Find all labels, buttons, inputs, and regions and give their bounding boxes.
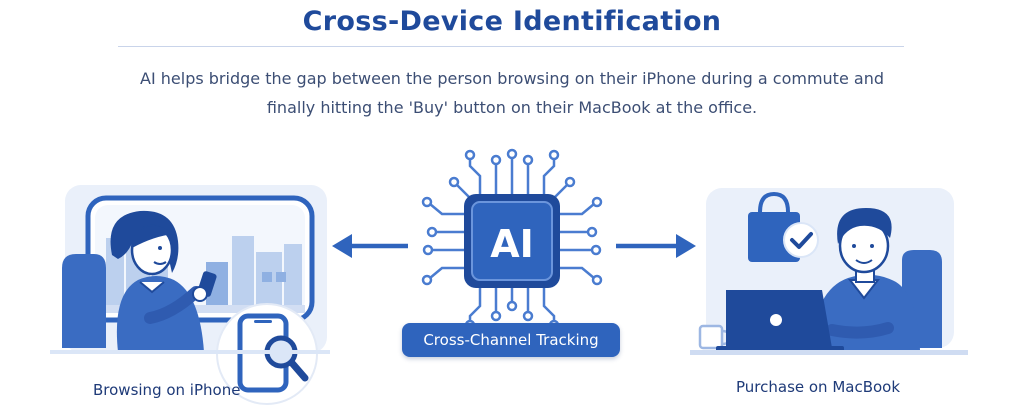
ai-chip-icon [429, 158, 595, 322]
right-scene-office [690, 188, 968, 355]
subtitle-line-1: AI helps bridge the gap between the pers… [140, 69, 884, 88]
train-seat [62, 254, 106, 348]
checkmark-icon [783, 222, 819, 258]
coffee-mug [698, 324, 732, 350]
left-scene-commute [62, 185, 327, 405]
ai-chip-label: AI [490, 222, 534, 266]
title-divider [118, 46, 904, 47]
subtitle-line-2: finally hitting the 'Buy' button on thei… [266, 98, 758, 117]
office-desk [690, 350, 968, 355]
arrow-left-icon [332, 234, 408, 258]
ai-chip-core [471, 201, 553, 281]
cross-channel-tracking-badge: Cross-Channel Tracking [402, 323, 620, 357]
man-figure [812, 208, 920, 350]
page-title: Cross-Device Identification [302, 6, 722, 37]
woman-figure [110, 210, 217, 352]
caption-purchase-macbook: Purchase on MacBook [736, 378, 901, 396]
floor-line [50, 350, 330, 354]
caption-browsing-iphone: Browsing on iPhone [93, 381, 241, 399]
arrow-right-icon [616, 234, 696, 258]
window-sill [95, 305, 305, 313]
page-subtitle: AI helps bridge the gap between the pers… [60, 64, 964, 122]
chip-pin-ends [421, 148, 603, 331]
